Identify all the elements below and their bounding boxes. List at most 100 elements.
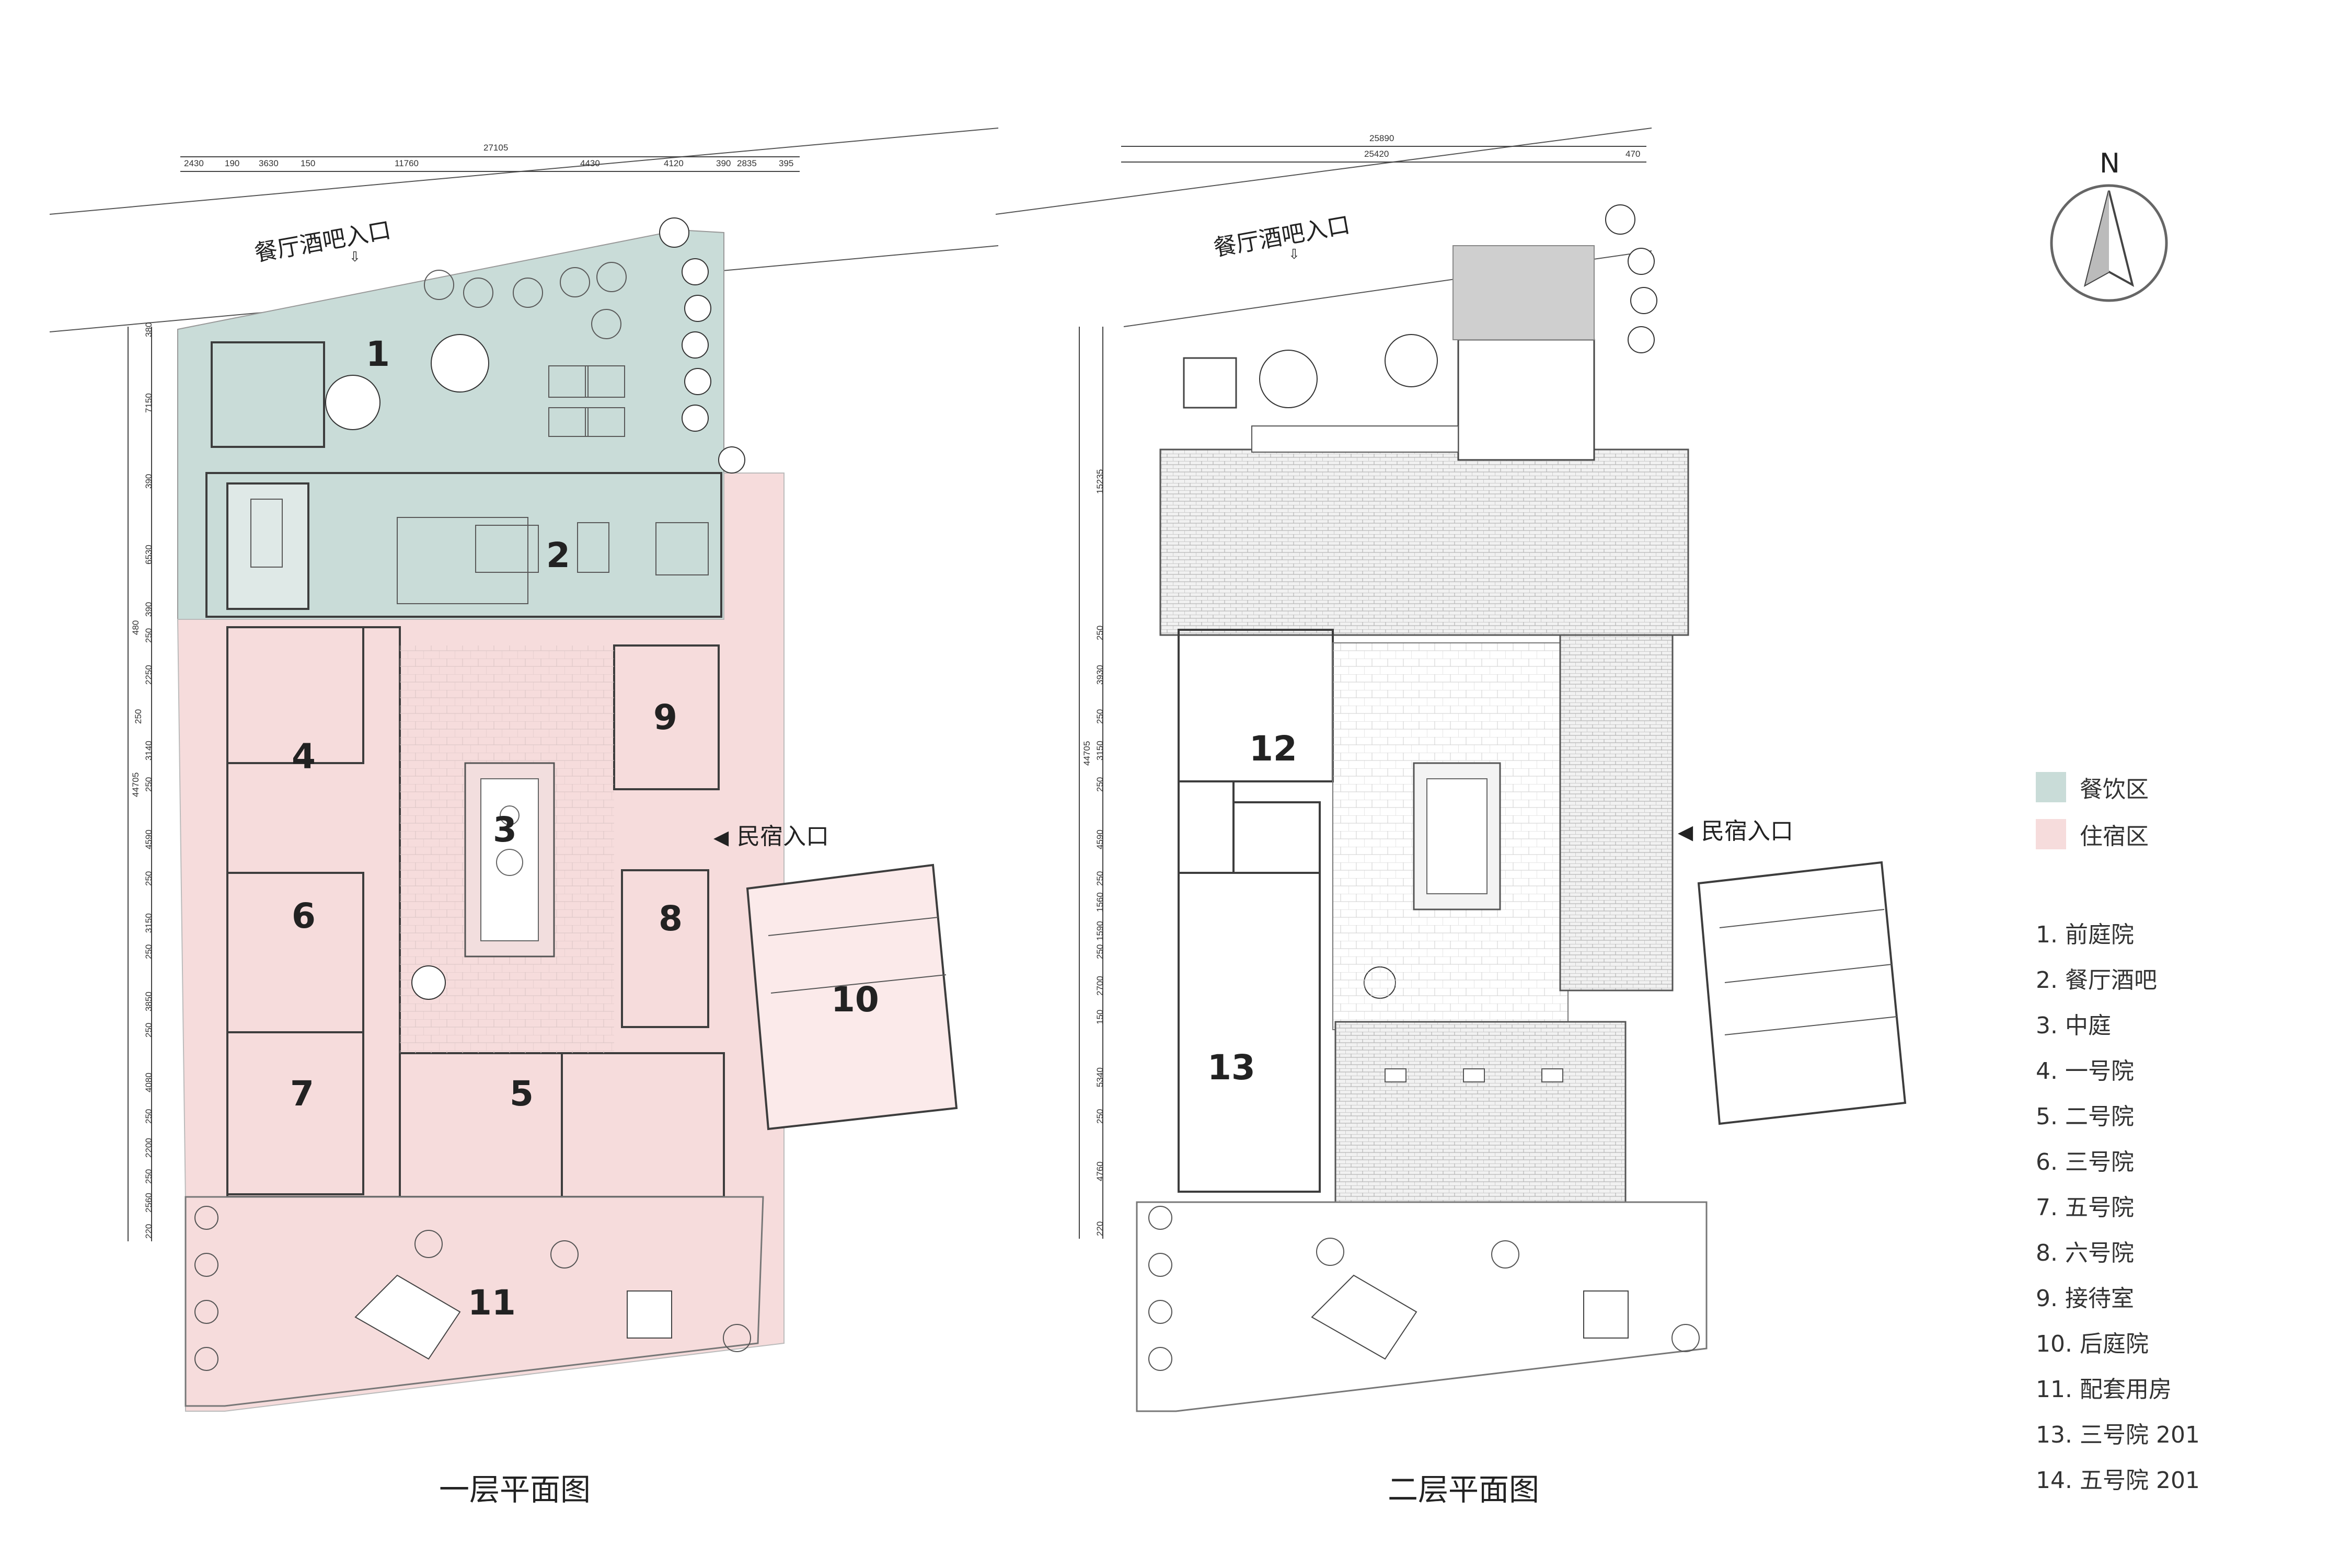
tree-icon <box>1385 334 1438 387</box>
dim-label: 4590 <box>144 829 154 849</box>
tree-icon <box>684 295 711 322</box>
dim-label: 4430 <box>580 158 600 168</box>
dim-label: 150 <box>1095 1010 1105 1024</box>
floor2-yard-outline <box>1136 1201 1708 1412</box>
dining-zone-fill <box>177 229 724 620</box>
floor2-lodging-entrance-label: 民宿入口 <box>1701 818 1793 845</box>
main-hall-roof <box>1159 448 1689 636</box>
room-number: 12 <box>1249 729 1297 769</box>
dim-label: 5340 <box>1095 1067 1105 1087</box>
dim-label: 250 <box>144 1169 154 1184</box>
dim-label: 3850 <box>144 991 154 1011</box>
tree-icon <box>1628 326 1655 353</box>
dim-label: 11760 <box>395 158 419 168</box>
lodging-swatch <box>2036 819 2066 849</box>
dim-label: 250 <box>144 871 154 886</box>
dim-label: 250 <box>1095 626 1105 640</box>
dim-label: 3150 <box>1095 741 1105 760</box>
tree-icon <box>718 446 745 474</box>
legend-item: 1. 前庭院 <box>2036 921 2134 948</box>
dim-label: 250 <box>1095 1109 1105 1124</box>
dim-label: 380 <box>144 322 154 337</box>
dim-label: 390 <box>716 158 731 168</box>
legend-item: 4. 一号院 <box>2036 1058 2134 1085</box>
roof-terrace <box>1457 339 1595 461</box>
room-number: 2 <box>546 535 570 575</box>
dim-label: 250 <box>1095 944 1105 959</box>
tree-icon <box>325 375 381 430</box>
dim-label: 250 <box>133 709 143 724</box>
zone-legend-dining: 餐饮区 <box>2036 771 2149 803</box>
room-number: 13 <box>1207 1047 1255 1088</box>
south-wing-roof <box>1334 1021 1627 1224</box>
dim-label: 4120 <box>664 158 684 168</box>
dim-label: 250 <box>1095 777 1105 792</box>
east-wing-roof <box>1559 634 1674 991</box>
floor2-left-dimensions: 15235 250 3930 250 3150 44705 250 4590 2… <box>1079 327 1105 1239</box>
tree-icon <box>682 258 709 285</box>
tree-icon <box>431 334 489 393</box>
floor2-title: 二层平面图 <box>1388 1472 1539 1507</box>
compass-north-label: N <box>2100 148 2120 179</box>
room-number: 7 <box>290 1074 314 1114</box>
dim-label: 3930 <box>1095 665 1105 685</box>
north-compass: N <box>2050 148 2168 302</box>
zone-legend-lodging: 住宿区 <box>2036 818 2149 850</box>
room-number: 10 <box>831 979 879 1020</box>
dim-label: 2560 <box>144 1193 154 1213</box>
room-number: 1 <box>366 334 390 374</box>
dim-label: 250 <box>144 628 154 643</box>
tree-icon <box>1628 248 1655 275</box>
room-number: 9 <box>653 697 677 737</box>
dim-label: 250 <box>144 1109 154 1124</box>
dim-label: 7150 <box>144 393 154 413</box>
tree-icon <box>411 965 446 1000</box>
tree-icon <box>682 405 709 432</box>
dim-label: 4760 <box>1095 1161 1105 1181</box>
entrance-arrow-icon: ⇩ <box>349 249 361 265</box>
dim-label: 3140 <box>144 741 154 760</box>
entrance-arrow-icon: ⇩ <box>1288 247 1300 262</box>
legend-item: 2. 餐厅酒吧 <box>2036 967 2157 994</box>
dim-label: 3150 <box>144 913 154 933</box>
dim-label: 220 <box>144 1224 154 1239</box>
dim-label: 395 <box>779 158 793 168</box>
tree-icon <box>659 217 689 248</box>
room-number: 3 <box>493 810 517 850</box>
dim-label: 250 <box>144 944 154 959</box>
legend-item: 11. 配套用房 <box>2036 1376 2172 1403</box>
floor1-total-dimension: 27105 <box>483 143 508 153</box>
dim-label: 2200 <box>144 1138 154 1158</box>
dim-label: 190 <box>225 158 239 168</box>
floor1-plan: 27105 2430 190 3630 150 11760 4430 4120 … <box>49 128 999 1507</box>
zone-label: 住宿区 <box>2080 823 2149 850</box>
dim-label: 2430 <box>184 158 204 168</box>
dim-label: 250 <box>1095 709 1105 724</box>
annex-area <box>185 1196 764 1407</box>
back-courtyard-building <box>746 863 958 1131</box>
legend-item: 9. 接待室 <box>2036 1285 2134 1312</box>
legend-item: 5. 二号院 <box>2036 1103 2134 1130</box>
room-number: 11 <box>468 1283 516 1323</box>
tree-icon <box>682 331 709 359</box>
legend-item: 8. 六号院 <box>2036 1240 2134 1266</box>
dim-label: 4590 <box>1095 829 1105 849</box>
tree-icon <box>1259 350 1318 408</box>
floor1-left-dimensions: 380 7150 390 6530 390 480 250 2250 250 3… <box>128 322 154 1241</box>
legend-item: 6. 三号院 <box>2036 1149 2134 1175</box>
dim-label: 480 <box>131 620 141 635</box>
dim-label: 44705 <box>131 773 141 797</box>
room-number: 5 <box>510 1074 534 1114</box>
dim-label: 44705 <box>1082 741 1092 766</box>
dim-label: 390 <box>144 602 154 617</box>
dim-label: 250 <box>144 777 154 792</box>
dim-label: 15235 <box>1095 469 1105 494</box>
dim-label: 1560 <box>1095 892 1105 912</box>
floor1-top-dimensions: 27105 2430 190 3630 150 11760 4430 4120 … <box>180 143 800 172</box>
dim-label: 1590 <box>1095 921 1105 941</box>
arrow-left-icon: ◀ <box>713 826 729 849</box>
dim-label: 2835 <box>737 158 757 168</box>
dim-label: 2250 <box>144 665 154 685</box>
dim-label: 390 <box>144 474 154 489</box>
